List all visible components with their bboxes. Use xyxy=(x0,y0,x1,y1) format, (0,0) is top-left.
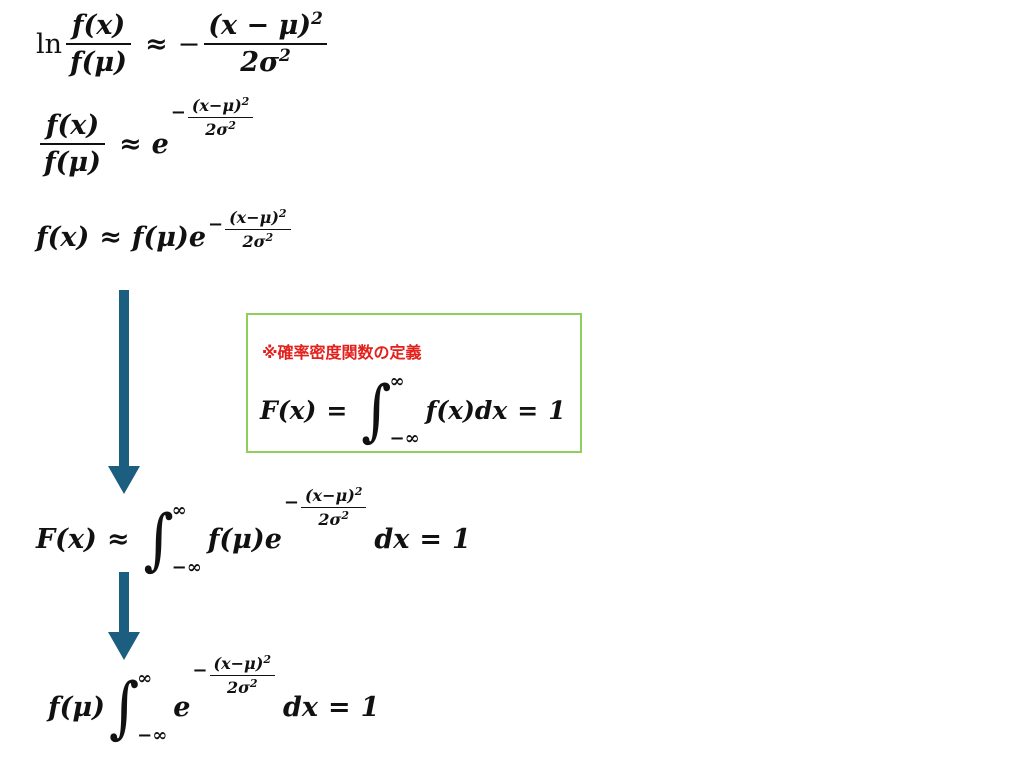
approx-sign: ≈ xyxy=(99,222,122,253)
exp-base: e xyxy=(151,128,169,160)
equation-f-approx: f(x) ≈ f(μ) e − (x−μ)2 2σ2 xyxy=(36,207,293,253)
equation-integral-approx: F(x) ≈ ∫ ∞ −∞ f(μ) e − (x−μ)2 2σ2 dx = 1 xyxy=(36,485,471,579)
integral-sign: ∫ ∞ −∞ xyxy=(361,370,420,450)
equation-final: f(μ) ∫ ∞ −∞ e − (x−μ)2 2σ2 dx = 1 xyxy=(48,653,380,747)
exponent: − (x−μ)2 2σ2 xyxy=(192,653,277,697)
lhs: F(x) xyxy=(36,523,97,555)
ratio-fraction: f(x) f(μ) xyxy=(66,10,131,78)
approx-sign: ≈ xyxy=(118,128,142,160)
exp-base: e xyxy=(173,691,191,723)
down-arrow-icon xyxy=(108,572,140,660)
ratio-fraction: f(x) f(μ) xyxy=(40,110,105,178)
exponent: − (x−μ)2 2σ2 xyxy=(208,207,293,251)
factor: f(μ) xyxy=(131,222,189,253)
differential: dx xyxy=(282,691,318,723)
equation-log-ratio: ln f(x) f(μ) ≈ − (x − μ)2 2σ2 xyxy=(36,9,331,78)
integral-sign: ∫ ∞ −∞ xyxy=(108,667,168,747)
definition-note-box: ※確率密度関数の定義 F(x) = ∫ ∞ −∞ f(x)dx = 1 xyxy=(246,313,582,453)
exp-base: e xyxy=(188,222,207,253)
factor: f(μ) xyxy=(207,523,265,555)
gaussian-exponent-fraction: (x − μ)2 2σ2 xyxy=(204,9,327,78)
pdf-definition-equation: F(x) = ∫ ∞ −∞ f(x)dx = 1 xyxy=(260,370,566,450)
ln-operator: ln xyxy=(36,28,63,60)
lhs: f(x) xyxy=(36,222,90,253)
approx-sign: ≈ xyxy=(106,523,130,555)
equation-ratio-exponential: f(x) f(μ) ≈ e − (x−μ)2 2σ2 xyxy=(36,95,255,178)
exp-base: e xyxy=(264,523,282,555)
differential: dx xyxy=(374,523,410,555)
integral-sign: ∫ ∞ −∞ xyxy=(143,499,202,579)
note-title: ※確率密度関数の定義 xyxy=(262,343,422,362)
minus-sign: − xyxy=(177,28,201,60)
exponent: − (x−μ)2 2σ2 xyxy=(171,95,256,139)
exponent: − (x−μ)2 2σ2 xyxy=(284,485,369,529)
factor: f(μ) xyxy=(48,691,105,723)
down-arrow-icon xyxy=(108,290,140,494)
approx-sign: ≈ xyxy=(144,28,168,60)
